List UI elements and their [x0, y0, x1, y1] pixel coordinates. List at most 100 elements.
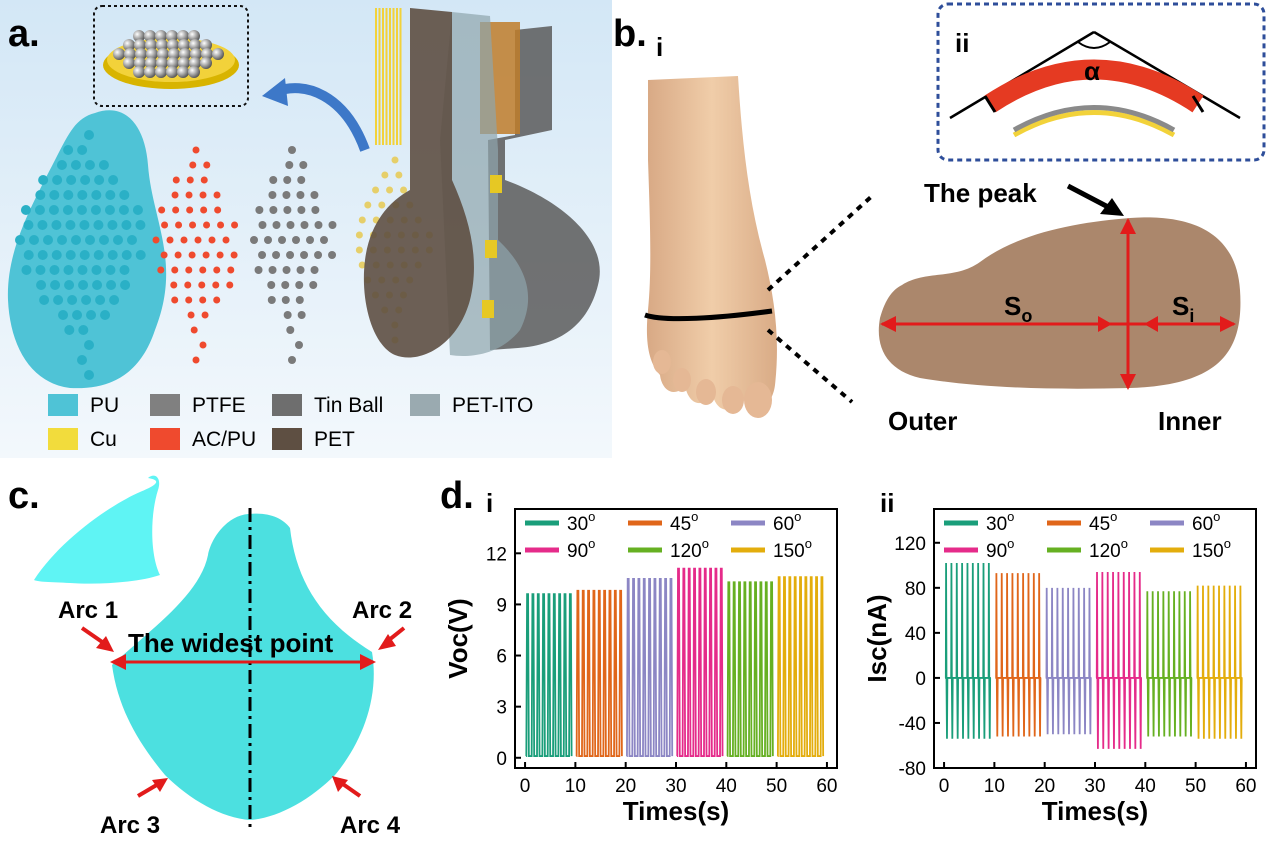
- x-tick-label: 40: [716, 776, 737, 797]
- ac-pu-layer: [152, 146, 239, 364]
- panel-c: c. The widest point Arc 1 Arc 2 Arc 3 Ar…: [8, 475, 412, 839]
- legend-item: PET-ITO: [410, 394, 533, 417]
- x-tick-label: 30: [665, 776, 686, 797]
- inner-label: Inner: [1158, 406, 1222, 436]
- legend-item: Cu: [48, 428, 117, 451]
- panel-b-sub-i: i: [656, 32, 663, 62]
- legend-degree: o: [588, 536, 595, 551]
- panel-a-label: a.: [8, 13, 40, 55]
- series-line-30: [944, 563, 992, 739]
- x-tick-label: 20: [1034, 776, 1055, 797]
- y-tick-label: 6: [496, 647, 507, 668]
- panel-c-label: c.: [8, 475, 40, 517]
- y-tick-label: -40: [899, 714, 926, 735]
- legend-degree: o: [1224, 536, 1231, 551]
- legend-degree: o: [1213, 509, 1220, 524]
- legend-degree: o: [1121, 536, 1128, 551]
- legend-swatch: [272, 428, 302, 450]
- legend-label: 90o: [567, 536, 595, 562]
- tin-ball-inset: [93, 5, 249, 107]
- panel-b-label: b.: [613, 13, 647, 55]
- legend-label: Cu: [90, 428, 117, 451]
- y-tick-label: 80: [905, 579, 926, 600]
- x-tick-label: 50: [766, 776, 787, 797]
- series-line-90: [1095, 572, 1142, 749]
- y-tick-label: 12: [486, 544, 507, 565]
- x-tick-label: 10: [984, 776, 1005, 797]
- x-tick-label: 50: [1185, 776, 1206, 797]
- legend-label: 150o: [1192, 536, 1231, 562]
- arc2-label: Arc 2: [352, 597, 412, 624]
- legend-degree: o: [691, 509, 698, 524]
- panel-d-label: d.: [440, 475, 474, 517]
- legend-swatch: [410, 394, 440, 416]
- legend-label: 120o: [670, 536, 709, 562]
- panel-d-sub-ii: ii: [880, 488, 894, 518]
- so-label: S: [1004, 291, 1021, 321]
- series-line-45: [575, 589, 623, 757]
- zoom-line-top: [766, 194, 874, 292]
- legend-label: 45o: [1089, 509, 1117, 535]
- legend-item: PU: [48, 394, 119, 417]
- y-axis-label: Isc(nA): [862, 594, 892, 682]
- y-tick-label: -80: [899, 759, 926, 780]
- y-tick-label: 0: [496, 749, 507, 770]
- legend-label: 30o: [567, 509, 595, 535]
- legend-degree: o: [1007, 536, 1014, 551]
- y-axis-label: Voc(V): [443, 598, 473, 678]
- pet-sheet: [363, 8, 474, 358]
- legend-item: AC/PU: [150, 428, 256, 451]
- legend-degree: o: [588, 509, 595, 524]
- arc3-label: Arc 3: [100, 812, 160, 839]
- legend-label: Tin Ball: [314, 394, 383, 417]
- angle-inset: ii α: [936, 2, 1266, 162]
- x-tick-label: 30: [1084, 776, 1105, 797]
- ptfe-layer: [250, 146, 337, 364]
- legend-swatch: [48, 394, 78, 416]
- so-sub: o: [1021, 306, 1032, 326]
- legend-degree: o: [794, 509, 801, 524]
- series-line-120: [1146, 591, 1193, 737]
- legend-label: PET-ITO: [452, 394, 533, 417]
- y-tick-label: 40: [905, 624, 926, 645]
- peak-label: The peak: [924, 178, 1037, 208]
- y-tick-label: 9: [496, 595, 507, 616]
- legend-label: AC/PU: [192, 428, 256, 451]
- panel-d-sub-i: i: [486, 488, 493, 518]
- x-tick-label: 60: [1235, 776, 1256, 797]
- x-tick-label: 10: [565, 776, 586, 797]
- panel-b: b. i ii α The peak: [613, 2, 1266, 436]
- legend-label: PU: [90, 394, 119, 417]
- legend-label: 120o: [1089, 536, 1128, 562]
- angle-symbol: α: [1084, 56, 1100, 86]
- y-tick-label: 0: [915, 669, 926, 690]
- arrow-head-icon: [262, 78, 288, 106]
- series-line-150: [776, 576, 825, 757]
- legend-degree: o: [1007, 509, 1014, 524]
- x-tick-label: 60: [816, 776, 837, 797]
- legend-label: 60o: [1192, 509, 1220, 535]
- copper-wires: [375, 8, 402, 145]
- x-tick-label: 40: [1135, 776, 1156, 797]
- series-line-150: [1196, 585, 1243, 739]
- x-tick-label: 0: [939, 776, 950, 797]
- legend-item: PET: [272, 428, 355, 451]
- legend-label: 60o: [773, 509, 801, 535]
- legend-label: PTFE: [192, 394, 246, 417]
- outer-label: Outer: [888, 406, 957, 436]
- series-line-120: [726, 581, 774, 757]
- foot-illustration: [644, 76, 777, 418]
- y-tick-label: 3: [496, 698, 507, 719]
- x-tick-label: 0: [520, 776, 531, 797]
- x-axis-label: Times(s): [1042, 796, 1148, 826]
- legend-label: 30o: [986, 509, 1014, 535]
- series-line-90: [676, 567, 724, 757]
- widest-label: The widest point: [128, 628, 333, 658]
- legend-swatch: [150, 394, 180, 416]
- peak-arrow-icon: [1100, 198, 1124, 216]
- legend-degree: o: [1110, 509, 1117, 524]
